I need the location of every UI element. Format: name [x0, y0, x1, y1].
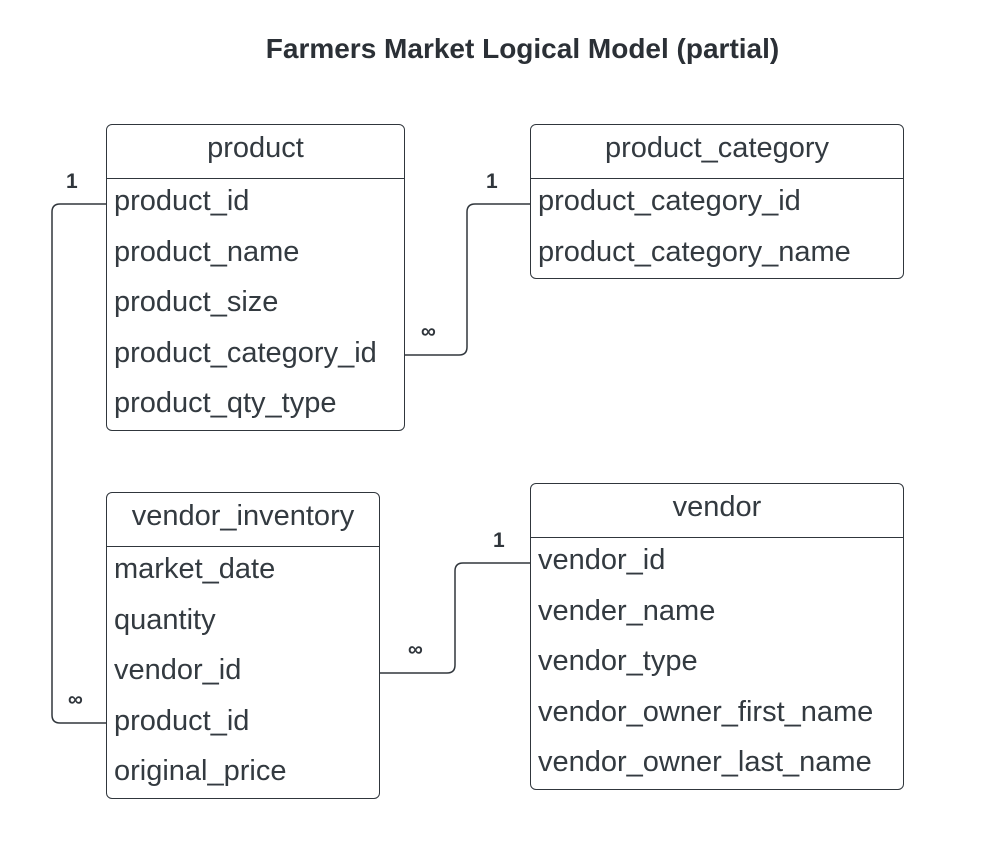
- entity-header: vendor: [531, 484, 903, 538]
- field-product-category-name: product_category_name: [538, 235, 851, 268]
- cardinality-one: 1: [486, 170, 498, 193]
- field-vendor-id: vendor_id: [114, 654, 242, 686]
- relationship-category-product: [405, 203, 531, 356]
- field-vendor-owner-first-name: vendor_owner_first_name: [538, 695, 874, 728]
- field-product-category-id: product_category_id: [114, 336, 377, 369]
- cardinality-one: 1: [493, 529, 505, 552]
- entity-product-category[interactable]: product_category product_category_id pro…: [530, 124, 904, 279]
- field-product-id: product_id: [114, 185, 250, 217]
- cardinality-many: ∞: [68, 688, 83, 711]
- entity-product[interactable]: product product_id product_name product_…: [106, 124, 405, 431]
- entity-header: product: [107, 125, 404, 179]
- field-vendor-owner-last-name: vendor_owner_last_name: [538, 746, 872, 778]
- relationship-product-vendor-inventory: [51, 203, 107, 724]
- cardinality-many: ∞: [421, 320, 436, 343]
- entity-header: product_category: [531, 125, 903, 179]
- relationship-vendor-vendor-inventory: [380, 562, 531, 674]
- field-vender-name: vender_name: [538, 594, 716, 627]
- field-market-date: market_date: [114, 553, 276, 585]
- cardinality-one: 1: [66, 170, 78, 193]
- field-vendor-type: vendor_type: [538, 645, 698, 677]
- field-product-size: product_size: [114, 286, 279, 318]
- entity-vendor[interactable]: vendor vendor_id vender_name vendor_type…: [530, 483, 904, 790]
- cardinality-many: ∞: [408, 638, 423, 661]
- field-quantity: quantity: [114, 603, 216, 636]
- field-product-category-id: product_category_id: [538, 185, 801, 217]
- field-vendor-id: vendor_id: [538, 544, 666, 576]
- field-product-name: product_name: [114, 235, 300, 268]
- entity-header: vendor_inventory: [107, 493, 379, 547]
- field-original-price: original_price: [114, 755, 287, 787]
- diagram-title: Farmers Market Logical Model (partial): [265, 33, 780, 64]
- field-product-qty-type: product_qty_type: [114, 387, 337, 419]
- field-product-id: product_id: [114, 704, 250, 737]
- entity-vendor-inventory[interactable]: vendor_inventory market_date quantity ve…: [106, 492, 380, 799]
